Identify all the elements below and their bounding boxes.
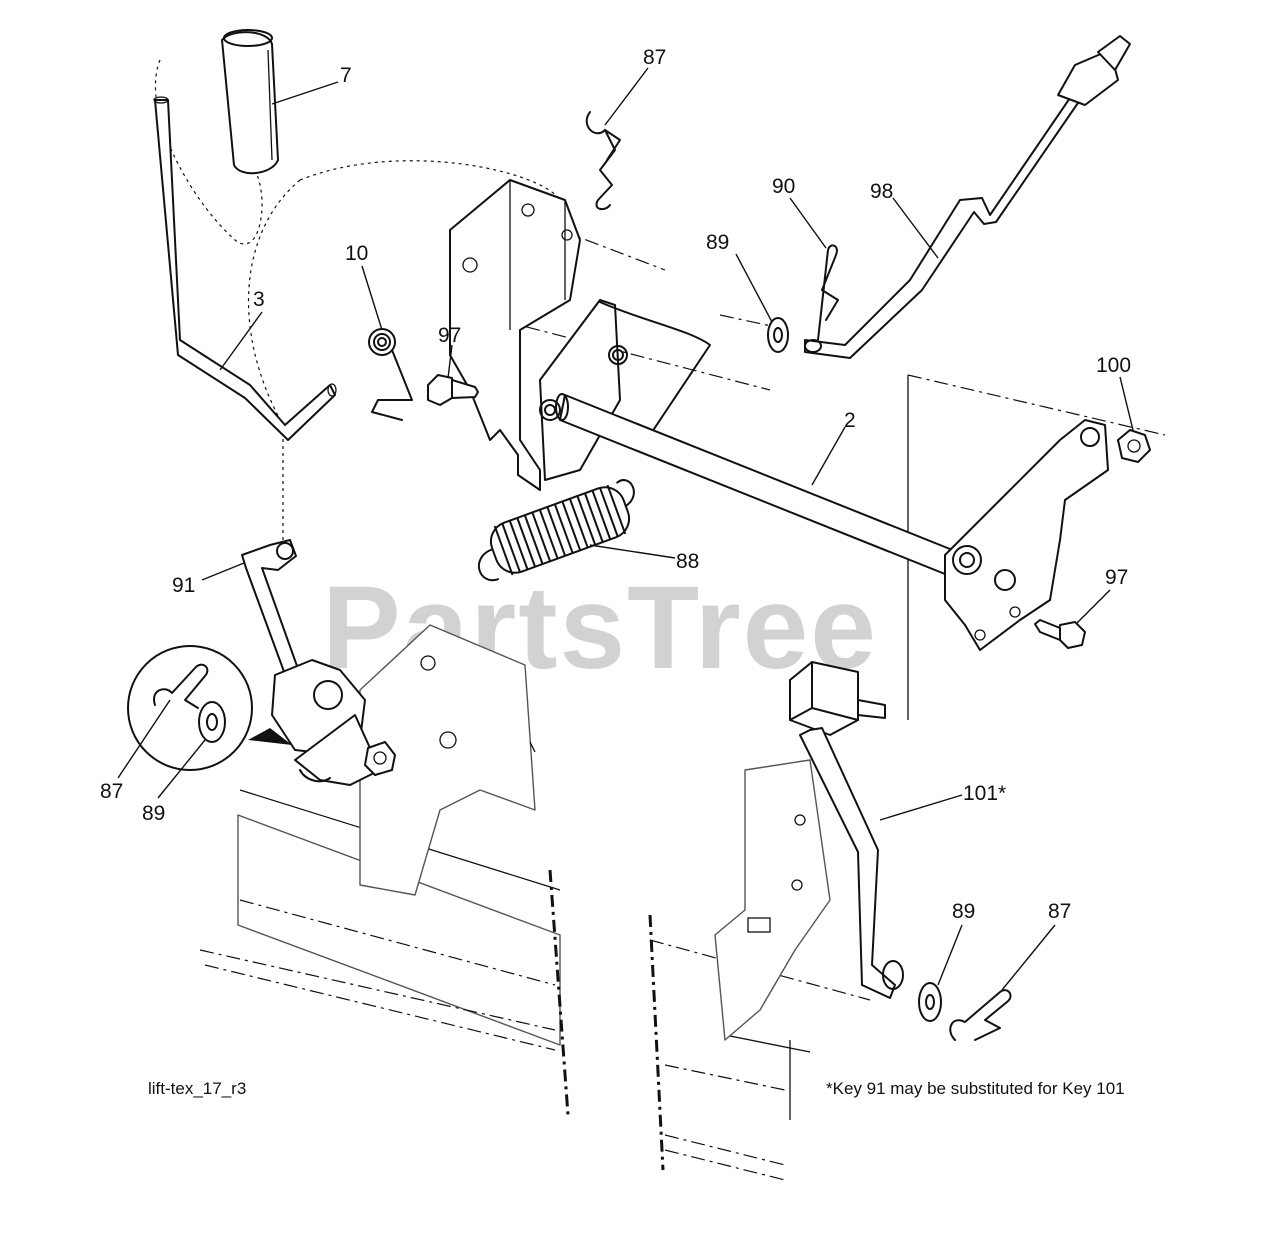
part-101-lift-link [789,661,904,999]
callout-89-bottom: 89 [952,900,975,923]
part-89-washer-bottom [918,982,942,1022]
callout-labels: 7 87 90 98 89 3 10 97 100 2 88 97 91 87 … [100,46,1131,923]
callout-3: 3 [253,288,265,311]
callout-87-bottom: 87 [1048,900,1071,923]
part-10-spring [368,328,413,421]
part-98-rod [804,35,1131,359]
part-100-nut [1117,429,1151,463]
part-87-hairpin-top [585,111,621,211]
callout-87-top: 87 [643,46,666,69]
callout-88: 88 [676,550,699,573]
callout-87-left: 87 [100,780,123,803]
callout-7: 7 [340,64,352,87]
callout-97-right: 97 [1105,566,1128,589]
footnote: *Key 91 may be substituted for Key 101 [826,1079,1125,1098]
left-deck-bracket [359,624,536,896]
detail-circle [127,645,292,771]
callout-97-top: 97 [438,324,461,347]
callout-100: 100 [1096,354,1131,377]
callout-91: 91 [172,574,195,597]
part-97-bolt-right [1034,619,1086,649]
right-lift-arm [944,419,1109,651]
right-deck-bracket [714,759,831,1041]
callout-89-top: 89 [706,231,729,254]
part-90-hairpin-clip [817,244,839,341]
callout-89-left: 89 [142,802,165,825]
part-91-lift-link [241,539,303,689]
part-3-lift-lever [153,96,337,441]
callout-98: 98 [870,180,893,203]
callout-10: 10 [345,242,368,265]
callout-90: 90 [772,175,795,198]
left-lift-arm [271,659,396,786]
part-87-hairpin-bottom [949,989,1012,1041]
callout-2: 2 [844,409,856,432]
callout-101: 101* [963,782,1006,805]
part-97-bolt-top [427,374,479,406]
part-88-extension-spring [477,479,635,582]
part-2-lift-shaft [555,393,966,581]
leader-lines [117,67,1134,991]
part-89-washer-top [767,317,789,353]
drawing-id: lift-tex_17_r3 [148,1079,246,1098]
